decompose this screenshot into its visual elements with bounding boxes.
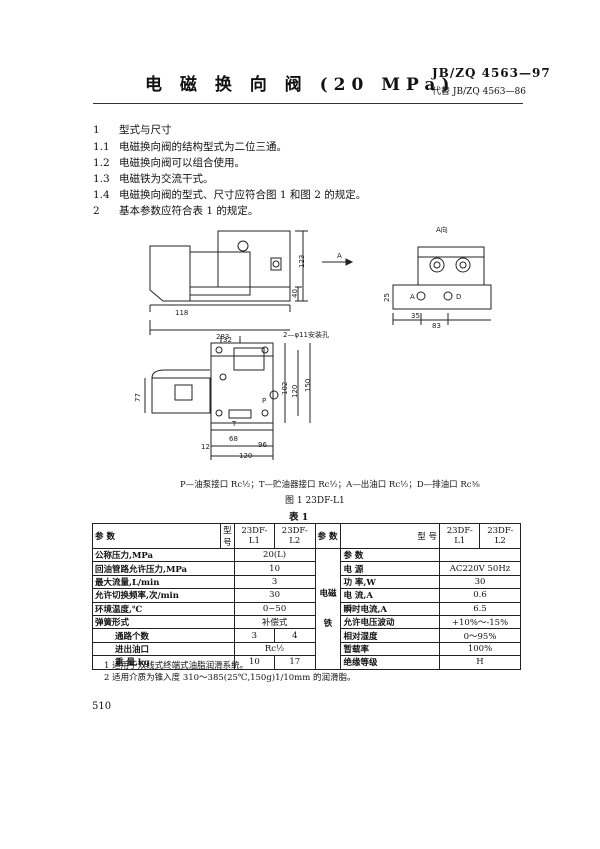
svg-text:40: 40: [291, 289, 299, 298]
table-note-1: 1 适用于双线式终端式油脂润滑系统。: [104, 661, 249, 671]
svg-text:83: 83: [432, 322, 441, 330]
svg-text:102: 102: [281, 382, 289, 395]
table-header-row: 参 数 型 号 23DF-L1 23DF-L2 参 数 型 号 23DF-L1 …: [92, 523, 521, 549]
table-note-2: 2 适用介质为锥入度 310～385(25℃,150g)1/10mm 的润滑脂。: [104, 673, 356, 683]
svg-text:35: 35: [411, 312, 420, 320]
svg-text:25: 25: [383, 293, 391, 302]
svg-text:118: 118: [175, 309, 188, 317]
table-row: 环境温度,℃ 0~50 瞬时电流,A 6.5: [92, 601, 521, 616]
front-view: [149, 230, 354, 335]
svg-text:P: P: [262, 397, 266, 405]
table-row: 进出油口 Rc½ 暂载率 100%: [92, 641, 521, 657]
a-view: [392, 246, 492, 325]
svg-text:A: A: [337, 252, 342, 260]
table-row: 通路个数 3 4 相对湿度 0～95%: [92, 628, 521, 643]
document-title: 电 磁 换 向 阀 (20 MPa): [145, 75, 456, 95]
figure-legend: P—油泵接口 Rc½；T—贮油器接口 Rc½；A—出油口 Rc½；D—排油口 R…: [180, 480, 480, 490]
svg-text:A: A: [410, 293, 415, 301]
svg-text:68: 68: [229, 435, 238, 443]
table-row: 最大流量,L/min 3 功 率,W 30: [92, 574, 521, 590]
figure-caption: 图 1 23DF-L1: [285, 496, 345, 506]
table-row: 重 量,kg 10 17 绝缘等级 H: [92, 655, 521, 670]
table-row: 回油管路允许压力,MPa 10 电 源 AC220V 50Hz: [92, 561, 521, 576]
svg-text:T: T: [231, 420, 237, 428]
svg-text:123: 123: [298, 255, 306, 268]
svg-text:12: 12: [201, 443, 210, 451]
svg-text:120: 120: [291, 385, 299, 398]
table-row: 弹簧形式 补偿式 允许电压波动 +10%～-15%: [92, 614, 521, 630]
svg-text:32: 32: [223, 336, 232, 344]
plan-view: [144, 336, 311, 460]
svg-text:283: 283: [216, 333, 229, 341]
svg-text:A向: A向: [436, 225, 448, 234]
svg-text:2—φ11安装孔: 2—φ11安装孔: [283, 330, 329, 339]
svg-text:120: 120: [239, 452, 252, 460]
table-caption: 表 1: [289, 512, 309, 523]
svg-text:96: 96: [258, 441, 267, 449]
svg-text:D: D: [456, 293, 461, 301]
header-divider: [93, 103, 523, 104]
table-row: 公称压力,MPa 20(L) 电磁铁 参 数: [92, 547, 521, 670]
svg-text:150: 150: [304, 379, 312, 392]
table-row: 允许切换频率,次/min 30 电 流,A 0.6: [92, 588, 521, 603]
spec-table: 参 数 型 号 23DF-L1 23DF-L2 参 数 型 号 23DF-L1 …: [92, 523, 521, 670]
replaces-standard: 代替 JB/ZQ 4563—86: [432, 87, 526, 97]
svg-text:77: 77: [134, 393, 142, 402]
standard-number: JB/ZQ 4563—97: [432, 66, 551, 80]
figure-dim-labels: 123 40 118 283 32 77 102 120 150 68 96 1…: [134, 225, 461, 460]
page-number: 510: [92, 701, 112, 712]
